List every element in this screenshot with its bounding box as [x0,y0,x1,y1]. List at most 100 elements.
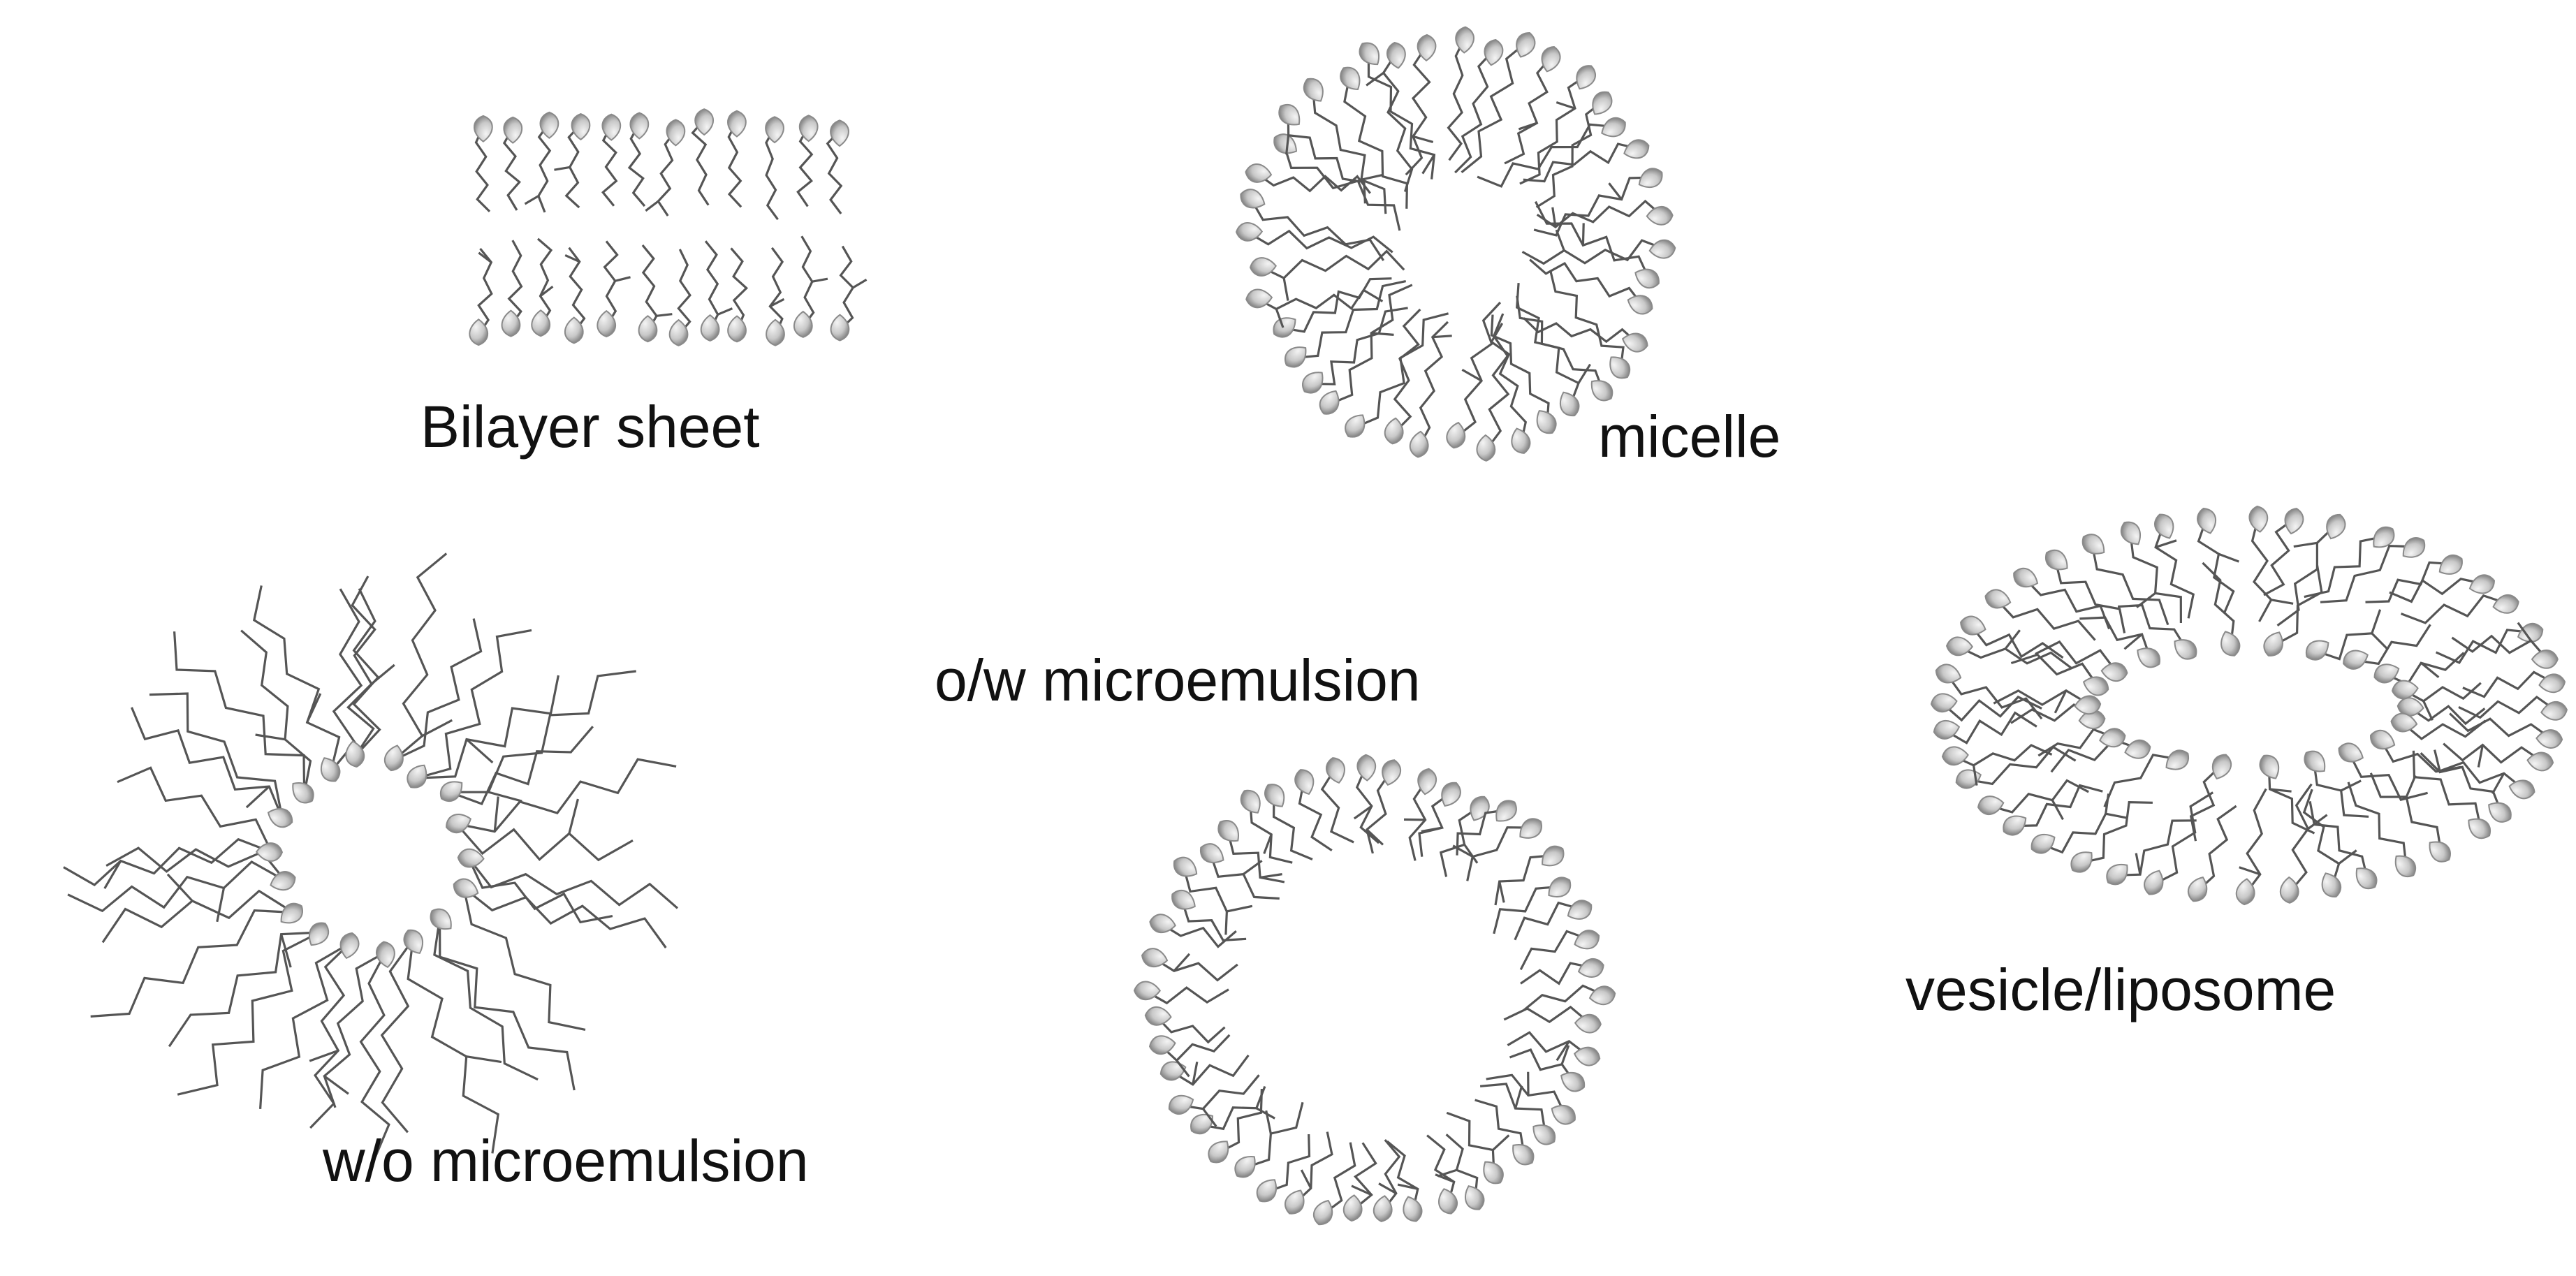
hydrocarbon-tail [507,240,523,327]
hydrocarbon-tail [1226,829,1285,883]
hydrocarbon-tail [1256,288,1384,311]
headgroup-icon [564,316,584,344]
vesicle-liposome-structure [1930,505,2568,906]
wo-microemulsion-structure [63,552,679,1158]
tail-branch [493,796,499,832]
hydrocarbon-tail [1294,280,1407,360]
tail-branch [769,298,785,308]
hydrocarbon-tail [2189,763,2223,842]
hydrocarbon-tail [309,942,351,1129]
hydrocarbon-tail [1426,1134,1456,1204]
hydrocarbon-tail [2348,751,2428,801]
headgroup-icon [1511,427,1531,454]
headgroup-icon [339,932,360,960]
hydrocarbon-tail [177,931,321,1096]
headgroup-icon [1638,168,1663,189]
tail-branch [539,286,554,298]
headgroup-icon [1264,784,1285,807]
hydrocarbon-tail [393,618,483,761]
hydrocarbon-tail [2369,772,2443,853]
hydrocarbon-tail [2408,705,2486,726]
hydrocarbon-tail [2244,788,2267,895]
headgroup-icon [1621,332,1648,353]
headgroup-icon [638,315,658,343]
hydrocarbon-tail [2035,640,2118,673]
hydrocarbon-tail [1386,1140,1419,1212]
hydrocarbon-tail [1519,930,1590,971]
headgroup-icon [2338,742,2364,763]
headgroup-icon [1984,589,2012,609]
headgroup-icon [1319,390,1340,415]
headgroup-icon [1933,720,1961,740]
hydrocarbon-tail [727,121,742,208]
hydrocarbon-tail [1533,176,1653,237]
hydrocarbon-tail [2080,800,2153,865]
headgroup-icon [1234,1156,1256,1178]
headgroup-icon [1141,948,1169,967]
headgroup-icon [2003,815,2027,836]
headgroup-icon [2355,867,2378,890]
tail-branch [1176,1059,1190,1078]
headgroup-icon [2488,802,2512,823]
headgroup-icon [2174,639,2197,660]
ow-microemulsion-label: o/w microemulsion [935,647,1421,713]
headgroup-icon [1560,391,1580,416]
headgroup-icon [1542,845,1565,867]
headgroup-icon [2370,729,2396,750]
headgroup-icon [1403,1196,1423,1222]
headgroup-icon [2396,697,2424,717]
tail-branch [568,798,579,834]
tail-branch [1282,277,1289,301]
headgroup-icon [1512,1143,1535,1166]
headgroup-icon [1634,268,1660,289]
hydrocarbon-tail [1298,779,1333,852]
hydrocarbon-tail [2315,609,2382,661]
hydrocarbon-tail [1474,1099,1525,1156]
headgroup-icon [1325,757,1345,784]
hydrocarbon-tail [1265,1134,1311,1194]
tail-branch [645,200,659,212]
headgroup-icon [439,781,463,802]
bilayer-sheet-structure [469,108,868,346]
hydrocarbon-tail [1418,321,1449,448]
headgroup-icon [1345,414,1366,438]
headgroup-icon [2165,749,2190,770]
hydrocarbon-tail [1461,42,1527,174]
headgroup-icon [2468,574,2495,594]
headgroup-icon [1235,221,1264,242]
tail-branch [1421,154,1435,175]
headgroup-icon [2124,739,2151,759]
hydrocarbon-tail [641,244,658,332]
hydrocarbon-tail [568,247,586,334]
tail-branch [1577,363,1591,384]
hydrocarbon-tail [826,130,843,214]
headgroup-icon [1278,103,1301,126]
headgroup-icon [1560,1071,1585,1092]
tail-branch [554,166,570,171]
headgroup-icon [2120,521,2142,545]
hydrocarbon-tail [627,123,646,207]
hydrocarbon-tail [1493,885,1562,934]
hydrocarbon-tail [1354,312,1449,429]
tail-branch [488,791,522,802]
headgroup-icon [2144,870,2164,895]
headgroup-icon [2326,513,2346,540]
hydrocarbon-tail [1322,1142,1356,1216]
headgroup-icon [1173,856,1198,877]
hydrocarbon-tail [1144,986,1229,1005]
headgroup-icon [2197,507,2217,534]
headgroup-icon [668,318,689,346]
tail-branch [717,307,733,316]
hydrocarbon-tail [1447,37,1466,161]
tail-branch [615,276,631,282]
tail-branch [1551,207,1557,228]
hydrocarbon-tail [416,675,559,779]
headgroup-icon [1340,66,1361,91]
headgroup-icon [2070,851,2093,873]
hydrocarbon-tail [455,823,634,862]
headgroup-icon [666,119,686,147]
hydrocarbon-tail [1454,49,1495,174]
hydrocarbon-tail [2197,518,2235,614]
headgroup-icon [383,745,404,772]
hydrocarbon-tail [1952,744,2053,767]
